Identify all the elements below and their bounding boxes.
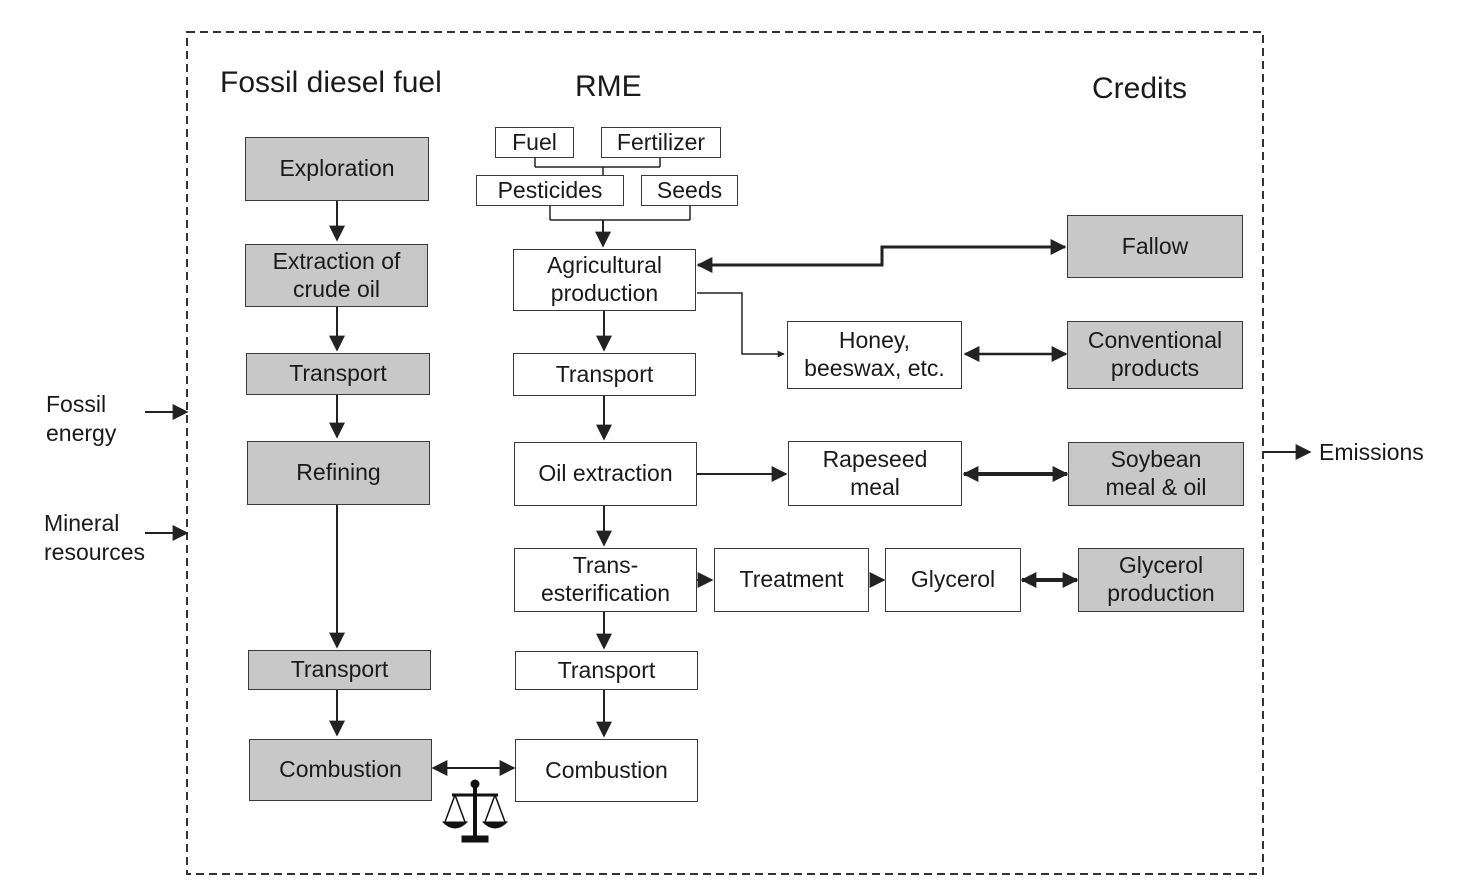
- box-rme-transport-1: Transport: [513, 353, 696, 396]
- box-glycerol-production: Glycerol production: [1078, 548, 1244, 612]
- box-fossil-combustion: Combustion: [249, 739, 432, 801]
- box-honey-beeswax: Honey, beeswax, etc.: [787, 321, 962, 389]
- box-rme-combustion: Combustion: [515, 739, 698, 802]
- box-pesticides: Pesticides: [476, 175, 624, 206]
- box-fallow: Fallow: [1067, 215, 1243, 278]
- box-fertilizer: Fertilizer: [601, 127, 721, 158]
- box-fuel: Fuel: [495, 127, 574, 158]
- box-oil-extraction: Oil extraction: [514, 442, 697, 506]
- box-exploration: Exploration: [245, 137, 429, 201]
- output-emissions: Emissions: [1319, 439, 1424, 465]
- box-fossil-transport-1: Transport: [246, 353, 430, 395]
- box-treatment: Treatment: [714, 548, 869, 612]
- input-fossil-energy: Fossil energy: [46, 391, 117, 446]
- arrow-agri-honey: [697, 292, 785, 358]
- box-rme-transport-2: Transport: [515, 651, 698, 690]
- box-soybean-meal-oil: Soybean meal & oil: [1068, 442, 1244, 506]
- box-refining: Refining: [247, 441, 430, 505]
- heading-fossil-diesel: Fossil diesel fuel: [220, 66, 442, 99]
- arrow-agri-fallow: [696, 239, 1067, 273]
- box-agricultural-production: Agricultural production: [513, 249, 696, 311]
- box-conventional-products: Conventional products: [1067, 321, 1243, 389]
- input-mineral-resources: Mineral resources: [44, 510, 145, 565]
- heading-credits: Credits: [1092, 72, 1188, 105]
- box-glycerol: Glycerol: [885, 548, 1021, 612]
- box-transesterification: Trans- esterification: [514, 548, 697, 612]
- box-extraction-crude-oil: Extraction of crude oil: [245, 244, 428, 307]
- system-boundary: [186, 31, 1264, 875]
- box-rapeseed-meal: Rapeseed meal: [788, 441, 962, 506]
- balance-scale-icon: [441, 779, 509, 843]
- box-seeds: Seeds: [641, 175, 738, 206]
- heading-rme: RME: [575, 70, 642, 103]
- box-fossil-transport-2: Transport: [248, 650, 431, 690]
